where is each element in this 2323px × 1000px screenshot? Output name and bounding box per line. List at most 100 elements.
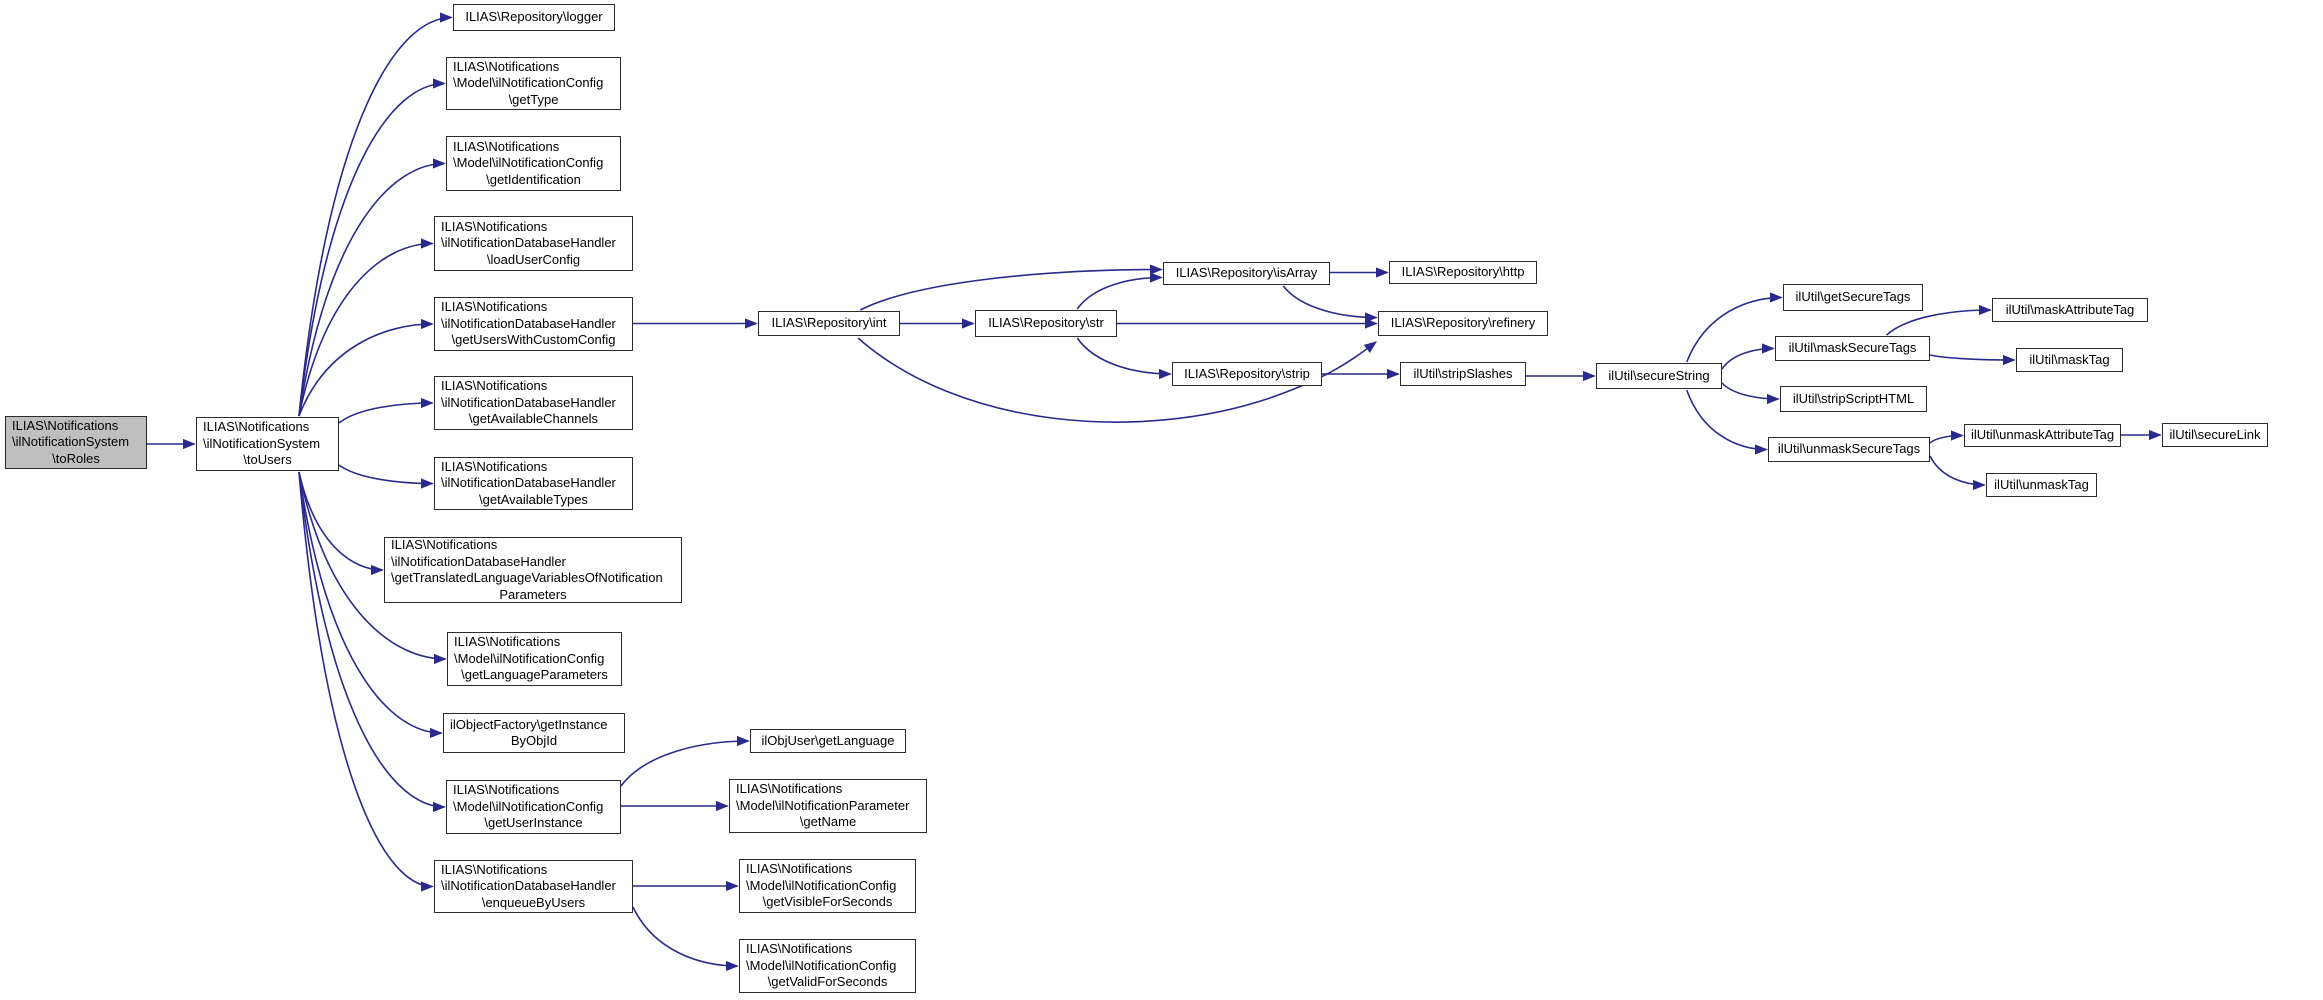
node-label-line: \toUsers	[243, 452, 292, 468]
edge-secureString-to-unmaskSecureTags	[1685, 389, 1768, 455]
node-label-line: ILIAS\Notifications	[746, 941, 853, 957]
edge-unmaskSecureTags-to-unmaskAttributeTag	[1929, 430, 1964, 444]
node-label-line: ilUtil\unmaskTag	[1994, 476, 2089, 492]
edge-toUsers-to-enqueueByUsers	[298, 471, 434, 892]
node-label-line: \ilNotificationSystem	[12, 434, 130, 450]
node-toUsers[interactable]: ILIAS\Notifications\ilNotificationSystem…	[196, 417, 339, 471]
node-label-line: \Model\ilNotificationConfig	[454, 650, 605, 666]
edge-toUsers-to-getAvailableChannels	[338, 397, 434, 424]
node-label-line: \ilNotificationDatabaseHandler	[441, 475, 616, 491]
node-maskTag[interactable]: ilUtil\maskTag	[2016, 348, 2123, 372]
node-label-line: \ilNotificationDatabaseHandler	[441, 878, 616, 894]
node-label-line: \getValidForSeconds	[767, 974, 888, 990]
node-getValidForSeconds[interactable]: ILIAS\Notifications\Model\ilNotification…	[739, 939, 916, 993]
node-label-line: \Model\ilNotificationConfig	[453, 798, 604, 814]
node-http[interactable]: ILIAS\Repository\http	[1389, 261, 1537, 284]
node-strip[interactable]: ILIAS\Repository\strip	[1172, 362, 1322, 386]
node-label-line: ilUtil\stripSlashes	[1413, 365, 1513, 381]
node-isArray[interactable]: ILIAS\Repository\isArray	[1163, 262, 1330, 285]
node-maskSecureTags[interactable]: ilUtil\maskSecureTags	[1775, 336, 1930, 361]
node-getAvailableTypes[interactable]: ILIAS\Notifications\ilNotificationDataba…	[434, 457, 633, 510]
edge-toUsers-to-getAvailableTypes	[338, 464, 434, 489]
edge-toUsers-to-getUsersWithCustomConfig	[298, 318, 434, 417]
node-label-line: ILIAS\Repository\logger	[465, 9, 603, 25]
node-label-line: ILIAS\Notifications	[203, 419, 310, 435]
node-str[interactable]: ILIAS\Repository\str	[975, 310, 1117, 337]
node-label-line: \ilNotificationSystem	[203, 435, 321, 451]
node-maskAttributeTag[interactable]: ilUtil\maskAttributeTag	[1992, 298, 2148, 322]
node-label-line: \ilNotificationDatabaseHandler	[441, 315, 616, 331]
node-label-line: ILIAS\Notifications	[441, 218, 548, 234]
node-label-line: \toRoles	[52, 450, 100, 466]
node-getVisibleForSeconds[interactable]: ILIAS\Notifications\Model\ilNotification…	[739, 859, 916, 913]
node-getTranslatedLanguageVariablesOfNotificationParameters[interactable]: ILIAS\Notifications\ilNotificationDataba…	[384, 537, 682, 603]
node-label-line: \Model\ilNotificationConfig	[453, 155, 604, 171]
node-getIdentification[interactable]: ILIAS\Notifications\Model\ilNotification…	[446, 136, 621, 191]
node-unmaskTag[interactable]: ilUtil\unmaskTag	[1986, 473, 2097, 497]
node-label-line: \Model\ilNotificationConfig	[746, 877, 897, 893]
node-stripSlashes[interactable]: ilUtil\stripSlashes	[1400, 362, 1526, 386]
node-getType[interactable]: ILIAS\Notifications\Model\ilNotification…	[446, 57, 621, 110]
node-unmaskSecureTags[interactable]: ilUtil\unmaskSecureTags	[1768, 437, 1930, 462]
node-label-line: ILIAS\Notifications	[441, 458, 548, 474]
node-label-line: ILIAS\Repository\http	[1401, 264, 1525, 280]
node-getLanguage[interactable]: ilObjUser\getLanguage	[750, 729, 906, 753]
node-unmaskAttributeTag[interactable]: ilUtil\unmaskAttributeTag	[1964, 424, 2121, 447]
node-getAvailableChannels[interactable]: ILIAS\Notifications\ilNotificationDataba…	[434, 376, 633, 430]
node-label-line: ilUtil\secureString	[1608, 367, 1710, 383]
node-label-line: ILIAS\Notifications	[441, 378, 548, 394]
edge-maskSecureTags-to-maskTag	[1929, 354, 2016, 366]
node-label-line: ILIAS\Repository\int	[771, 315, 887, 331]
edge-toUsers-to-logger	[298, 12, 453, 417]
node-label-line: ByObjId	[510, 733, 558, 748]
edge-maskSecureTags-to-maskAttributeTag	[1886, 304, 1992, 336]
edge-isArray-to-refinery	[1282, 285, 1378, 323]
node-toRoles: ILIAS\Notifications\ilNotificationSystem…	[5, 416, 147, 469]
edge-secureString-to-maskSecureTags	[1721, 343, 1775, 370]
node-label-line: ilUtil\maskSecureTags	[1788, 340, 1917, 356]
node-label-line: ILIAS\Repository\isArray	[1175, 265, 1318, 281]
node-label-line: ILIAS\Repository\str	[988, 315, 1104, 331]
node-getName[interactable]: ILIAS\Notifications\Model\ilNotification…	[729, 779, 927, 833]
node-secureString[interactable]: ilUtil\secureString	[1596, 363, 1722, 389]
node-enqueueByUsers[interactable]: ILIAS\Notifications\ilNotificationDataba…	[434, 860, 633, 913]
edge-toUsers-to-getTranslatedLanguageVariablesOfNotificationParameters	[298, 471, 384, 576]
edge-int-to-isArray	[859, 264, 1163, 311]
node-label-line: ilObjectFactory\getInstance	[450, 716, 608, 732]
edge-str-to-strip	[1076, 337, 1172, 380]
node-label-line: ilUtil\maskTag	[2029, 351, 2110, 367]
node-getSecureTags[interactable]: ilUtil\getSecureTags	[1783, 284, 1923, 311]
edge-toUsers-to-loadUserConfig	[298, 238, 434, 417]
node-label-line: \Model\ilNotificationParameter	[736, 797, 910, 813]
node-label-line: Parameters	[499, 586, 567, 602]
node-int[interactable]: ILIAS\Repository\int	[758, 311, 900, 336]
node-label-line: ILIAS\Repository\strip	[1184, 365, 1310, 381]
node-getUserInstance[interactable]: ILIAS\Notifications\Model\ilNotification…	[446, 780, 621, 834]
edge-toUsers-to-getType	[298, 78, 446, 417]
node-label-line: ILIAS\Repository\refinery	[1390, 315, 1536, 331]
node-refinery[interactable]: ILIAS\Repository\refinery	[1378, 311, 1548, 336]
node-logger[interactable]: ILIAS\Repository\logger	[453, 4, 615, 31]
node-label-line: \Model\ilNotificationConfig	[453, 75, 604, 91]
node-label-line: \getName	[799, 814, 857, 830]
edge-str-to-isArray	[1076, 272, 1163, 310]
node-label-line: ilUtil\unmaskAttributeTag	[1971, 427, 2115, 443]
node-label-line: \getUsersWithCustomConfig	[451, 332, 616, 348]
node-label-line: \getTranslatedLanguageVariablesOfNotific…	[391, 570, 663, 585]
node-label-line: ilObjUser\getLanguage	[761, 732, 895, 748]
node-loadUserConfig[interactable]: ILIAS\Notifications\ilNotificationDataba…	[434, 216, 633, 271]
node-secureLink[interactable]: ilUtil\secureLink	[2162, 423, 2268, 447]
node-stripScriptHTML[interactable]: ilUtil\stripScriptHTML	[1780, 386, 1927, 412]
node-getUsersWithCustomConfig[interactable]: ILIAS\Notifications\ilNotificationDataba…	[434, 297, 633, 351]
node-label-line: \enqueueByUsers	[481, 894, 586, 910]
edge-secureString-to-getSecureTags	[1685, 292, 1783, 363]
edge-toUsers-to-getIdentification	[298, 158, 446, 417]
node-label-line: ILIAS\Notifications	[391, 537, 498, 552]
edge-toUsers-to-getUserInstance	[298, 471, 446, 813]
node-label-line: ilUtil\secureLink	[2169, 426, 2261, 442]
node-getLanguageParameters[interactable]: ILIAS\Notifications\Model\ilNotification…	[447, 632, 622, 686]
node-label-line: ILIAS\Notifications	[453, 782, 560, 798]
